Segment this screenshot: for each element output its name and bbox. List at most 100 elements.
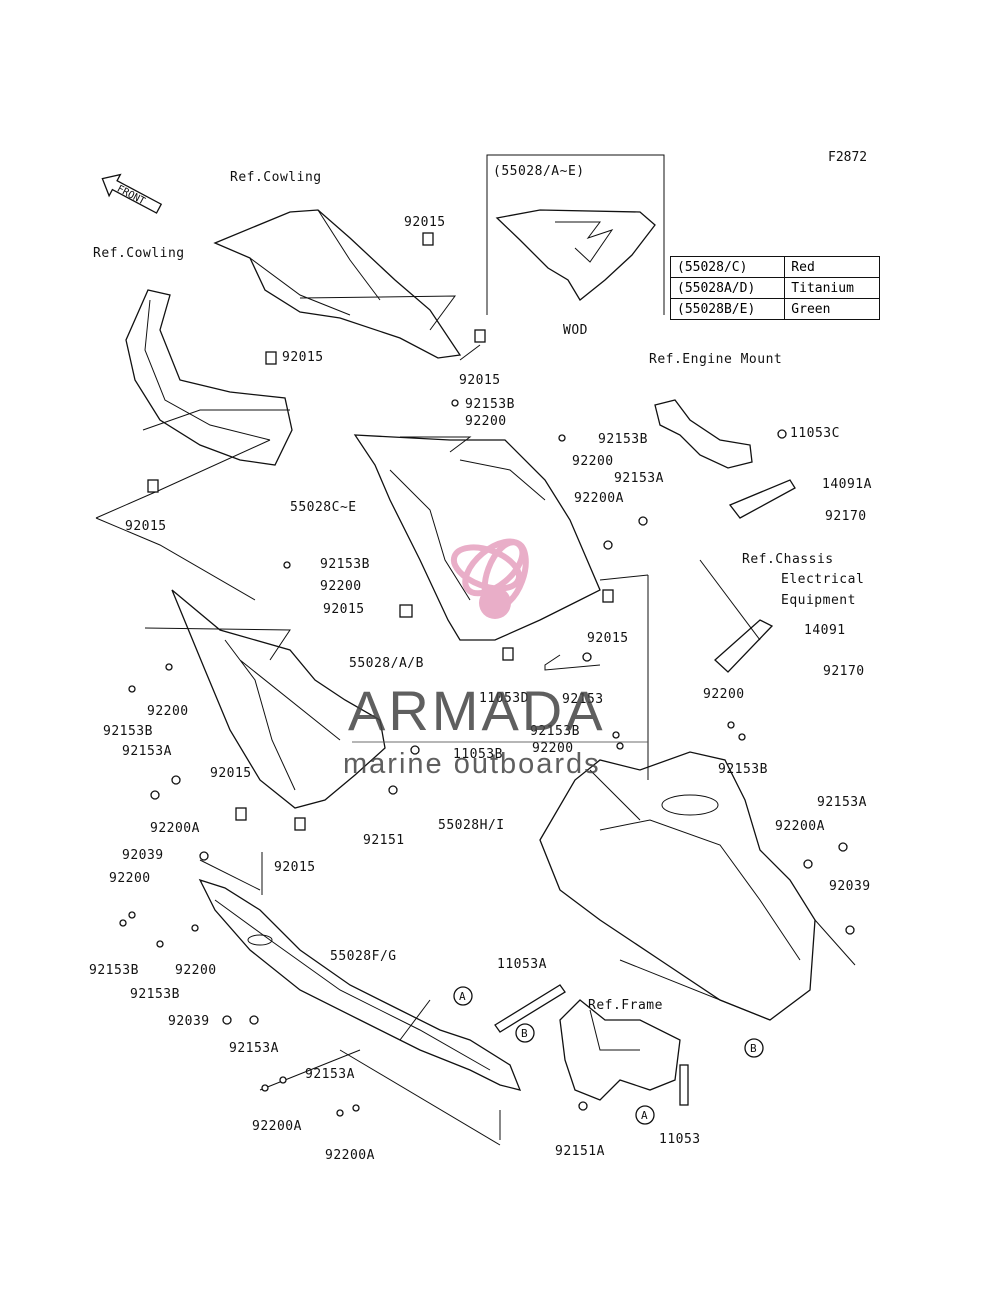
part-label: 92153B — [598, 432, 648, 447]
callout-a-bottom: A — [635, 1105, 655, 1125]
part-label: 92200 — [465, 414, 507, 429]
left-cowling-part — [125, 289, 293, 466]
part-label: 11053B — [453, 747, 503, 762]
part-label: 55028C~E — [290, 500, 357, 515]
part-label: 55028F/G — [330, 949, 397, 964]
svg-text:A: A — [459, 990, 466, 1003]
part-label: 92153A — [614, 471, 664, 486]
ref-frame: Ref.Frame — [588, 998, 663, 1013]
hardware — [119, 232, 855, 1117]
part-label: 92015 — [210, 766, 252, 781]
part-label: 11053D — [479, 691, 529, 706]
right-lower-fairing-part — [539, 751, 816, 1021]
belly-panel-part — [198, 878, 522, 1091]
ref-engine-mount: Ref.Engine Mount — [649, 352, 782, 367]
part-label: 92200 — [703, 687, 745, 702]
upper-cowling-part — [213, 209, 462, 359]
side-fairing-upper-part — [353, 434, 601, 641]
part-label: 92153B — [320, 557, 370, 572]
part-label: 11053A — [497, 957, 547, 972]
part-label: 11053 — [659, 1132, 701, 1147]
part-label: 92153B — [89, 963, 139, 978]
part-label: 92200A — [252, 1119, 302, 1134]
watermark-logo-icon — [450, 538, 529, 619]
legend-code: (55028/C) — [669, 256, 786, 278]
engine-mount-bracket — [654, 399, 796, 673]
inset-note: WOD — [563, 323, 588, 338]
part-label: 92151A — [555, 1144, 605, 1159]
legend-code: (55028B/E) — [669, 298, 786, 320]
part-label: 92015 — [404, 215, 446, 230]
ref-chassis-2: Electrical — [781, 572, 864, 587]
ref-cowling-left: Ref.Cowling — [93, 246, 185, 261]
ref-cowling-top: Ref.Cowling — [230, 170, 322, 185]
frame-bracket — [494, 984, 681, 1101]
part-label: 92039 — [829, 879, 871, 894]
part-label: 14091A — [822, 477, 872, 492]
part-labels: 92015 92015 92015 92015 92153B 92200 921… — [89, 215, 872, 1163]
part-label: 92200A — [574, 491, 624, 506]
part-label: 92200A — [325, 1148, 375, 1163]
legend-color: Green — [784, 298, 880, 320]
part-label: 92015 — [459, 373, 501, 388]
front-arrow-icon: FRONT — [101, 173, 163, 214]
inset-box: (55028/A~E) WOD — [486, 154, 665, 338]
part-label: 92015 — [323, 602, 365, 617]
part-label: 92200 — [320, 579, 362, 594]
part-label: 55028/A/B — [349, 656, 424, 671]
part-label: 92200 — [175, 963, 217, 978]
svg-text:A: A — [641, 1109, 648, 1122]
part-label: 92200 — [147, 704, 189, 719]
leader-lines — [95, 344, 856, 1146]
legend-row: (55028A/D)Titanium — [669, 277, 880, 299]
inset-title: (55028/A~E) — [493, 164, 585, 179]
part-label: 92153B — [103, 724, 153, 739]
part-label: 92200 — [532, 741, 574, 756]
part-label: 92153A — [817, 795, 867, 810]
part-label: 92039 — [122, 848, 164, 863]
part-label: 92170 — [825, 509, 867, 524]
svg-text:B: B — [750, 1042, 757, 1055]
legend-row: (55028/C)Red — [669, 256, 880, 278]
legend-color: Red — [784, 256, 880, 278]
part-label: 92200A — [150, 821, 200, 836]
part-label: 92153A — [305, 1067, 355, 1082]
ref-chassis-3: Equipment — [781, 593, 856, 608]
part-label: 92039 — [168, 1014, 210, 1029]
part-label: 92170 — [823, 664, 865, 679]
part-label: 92153 — [562, 692, 604, 707]
part-label: 55028H/I — [438, 818, 505, 833]
part-label: 92200 — [109, 871, 151, 886]
part-label: 92015 — [125, 519, 167, 534]
figure-id: F2872 — [828, 150, 867, 165]
part-label: 92153B — [130, 987, 180, 1002]
part-label: 92015 — [587, 631, 629, 646]
part-label: 11053C — [790, 426, 840, 441]
watermark-tagline: marine outboards — [343, 748, 601, 780]
part-label: 92015 — [282, 350, 324, 365]
ref-chassis-1: Ref.Chassis — [742, 552, 834, 567]
part-label: 92153B — [718, 762, 768, 777]
callout-b-right: B — [744, 1038, 764, 1058]
part-label: 92151 — [363, 833, 405, 848]
part-label: 92153B — [465, 397, 515, 412]
legend-code: (55028A/D) — [669, 277, 786, 299]
part-label: 92153B — [530, 724, 580, 739]
part-label: 92153A — [122, 744, 172, 759]
part-label: 14091 — [804, 623, 846, 638]
part-label: 92015 — [274, 860, 316, 875]
front-label: FRONT — [115, 184, 147, 208]
part-label: 92153A — [229, 1041, 279, 1056]
part-label: 92200 — [572, 454, 614, 469]
color-legend: (55028/C)Red (55028A/D)Titanium (55028B/… — [669, 256, 880, 320]
part-label: 92200A — [775, 819, 825, 834]
watermark: ARMADA marine outboards — [343, 538, 648, 780]
watermark-brand: ARMADA — [348, 679, 606, 742]
callout-b-top: B — [515, 1023, 535, 1043]
callout-a-top: A — [453, 986, 473, 1006]
legend-color: Titanium — [784, 277, 880, 299]
legend-row: (55028B/E)Green — [669, 298, 880, 320]
svg-text:B: B — [521, 1027, 528, 1040]
